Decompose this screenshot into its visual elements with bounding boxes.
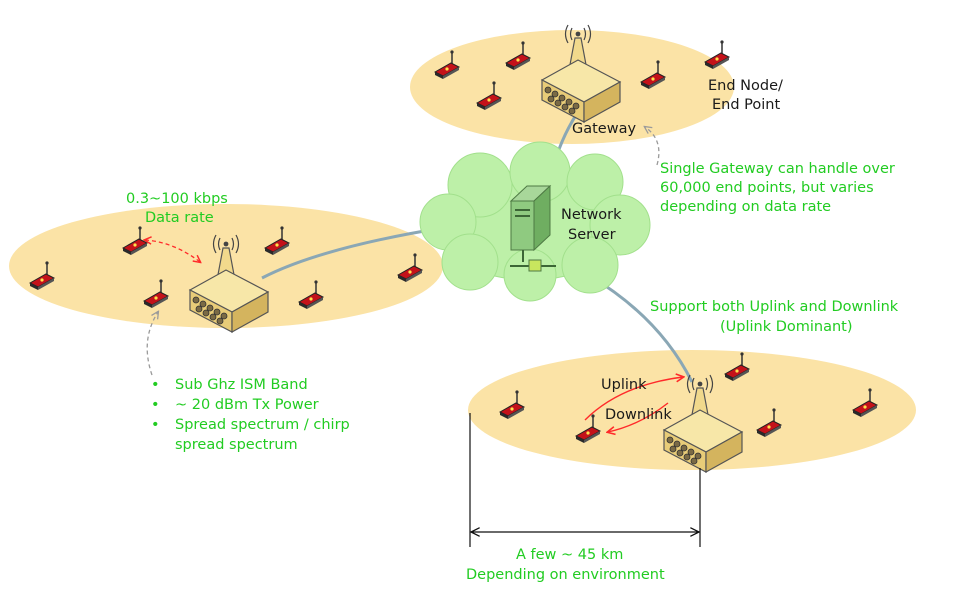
gateway-label: Gateway — [572, 121, 636, 137]
feature-item-3: Spread spectrum / chirp — [175, 417, 350, 433]
data-rate-arrow — [145, 240, 200, 262]
uplink-label: Uplink — [601, 377, 647, 393]
gateway-capacity-line1: Single Gateway can handle over — [660, 161, 895, 177]
feature-bullet-2: • — [151, 397, 160, 413]
link-direction-line2: (Uplink Dominant) — [720, 319, 853, 335]
feature-item-2: ~ 20 dBm Tx Power — [175, 397, 319, 413]
network-label-2: Server — [568, 227, 616, 243]
backhaul-link-left — [261, 226, 443, 280]
gateway-capacity-line3: depending on data rate — [660, 199, 831, 215]
feature-bullet-1: • — [151, 377, 160, 393]
distance-line1: A few ~ 45 km — [516, 547, 623, 563]
feature-bullet-3: • — [151, 417, 160, 433]
distance-line2: Depending on environment — [466, 567, 665, 583]
link-direction-line1: Support both Uplink and Downlink — [650, 299, 899, 315]
uplink-arrow — [584, 377, 683, 421]
feature-item-1: Sub Ghz ISM Band — [175, 377, 308, 393]
downlink-label: Downlink — [605, 407, 672, 423]
network-label-1: Network — [561, 207, 622, 223]
end-node-label-2: End Point — [712, 97, 780, 113]
data-rate-line2: Data rate — [145, 210, 214, 226]
feature-item-3-continuation: spread spectrum — [175, 437, 298, 453]
gateway-capacity-line2: 60,000 end points, but varies — [660, 180, 874, 196]
server-icon — [509, 184, 556, 272]
end-node-icon — [704, 39, 730, 70]
downlink-arrow — [608, 402, 669, 432]
end-node-label-1: End Node/ — [708, 78, 783, 94]
data-rate-line1: 0.3~100 kbps — [126, 191, 228, 207]
cloud-icon — [419, 141, 651, 302]
features-callout-arrow — [146, 312, 158, 376]
gateway-callout-arrow — [645, 127, 660, 166]
